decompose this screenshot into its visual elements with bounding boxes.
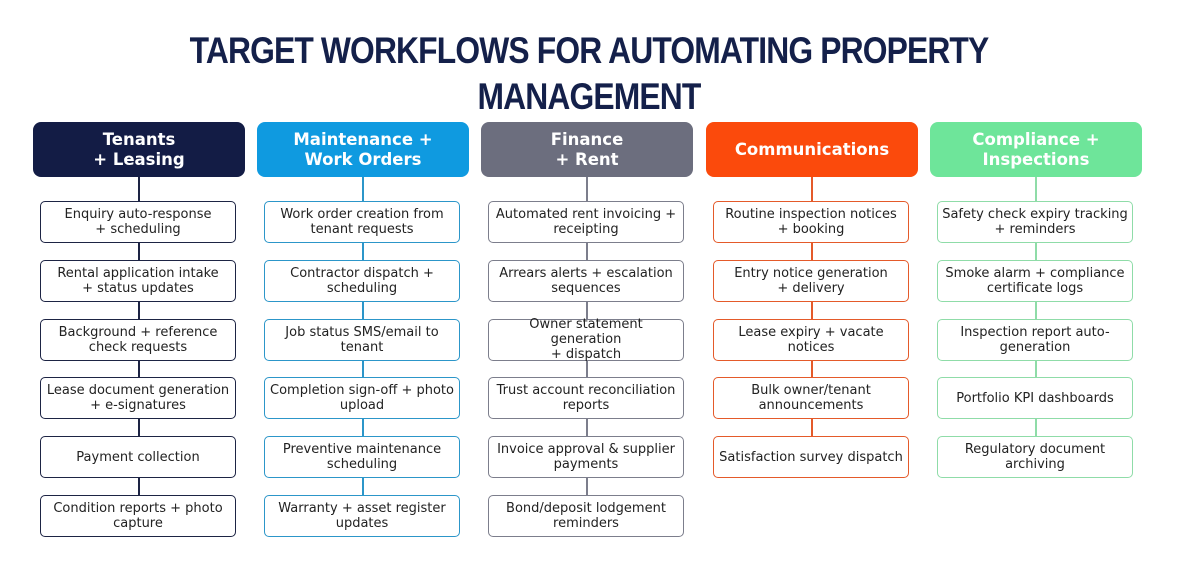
workflow-item: Inspection report auto-generation: [937, 318, 1133, 361]
column-header-tenants: Tenants+ Leasing: [33, 122, 245, 177]
workflow-item: Lease document generation+ e-signatures: [40, 377, 236, 420]
workflow-item: Owner statement generation+ dispatch: [488, 317, 684, 362]
column-header-communications: Communications: [706, 122, 918, 177]
workflow-item: Portfolio KPI dashboards: [937, 377, 1133, 420]
column-header-finance: Finance+ Rent: [481, 122, 693, 177]
workflow-item: Entry notice generation+ delivery: [713, 259, 909, 302]
page-title: TARGET WORKFLOWS FOR AUTOMATING PROPERTY…: [189, 30, 990, 117]
workflow-item: Routine inspection notices+ booking: [713, 201, 909, 243]
column-header-maintenance: Maintenance +Work Orders: [257, 122, 469, 177]
connector-line: [1035, 176, 1037, 459]
workflow-item: Contractor dispatch +scheduling: [264, 259, 460, 302]
workflow-item: Safety check expiry tracking+ reminders: [937, 201, 1133, 243]
column-header-compliance: Compliance +Inspections: [930, 122, 1142, 177]
workflow-item: Enquiry auto-response+ scheduling: [40, 201, 236, 243]
connector-line: [811, 176, 813, 459]
workflow-item: Payment collection: [40, 436, 236, 479]
workflow-item: Lease expiry + vacate notices: [713, 318, 909, 361]
workflow-item: Automated rent invoicing +receipting: [488, 201, 684, 243]
workflow-item: Satisfaction survey dispatch: [713, 436, 909, 479]
workflow-item: Rental application intake+ status update…: [40, 259, 236, 302]
